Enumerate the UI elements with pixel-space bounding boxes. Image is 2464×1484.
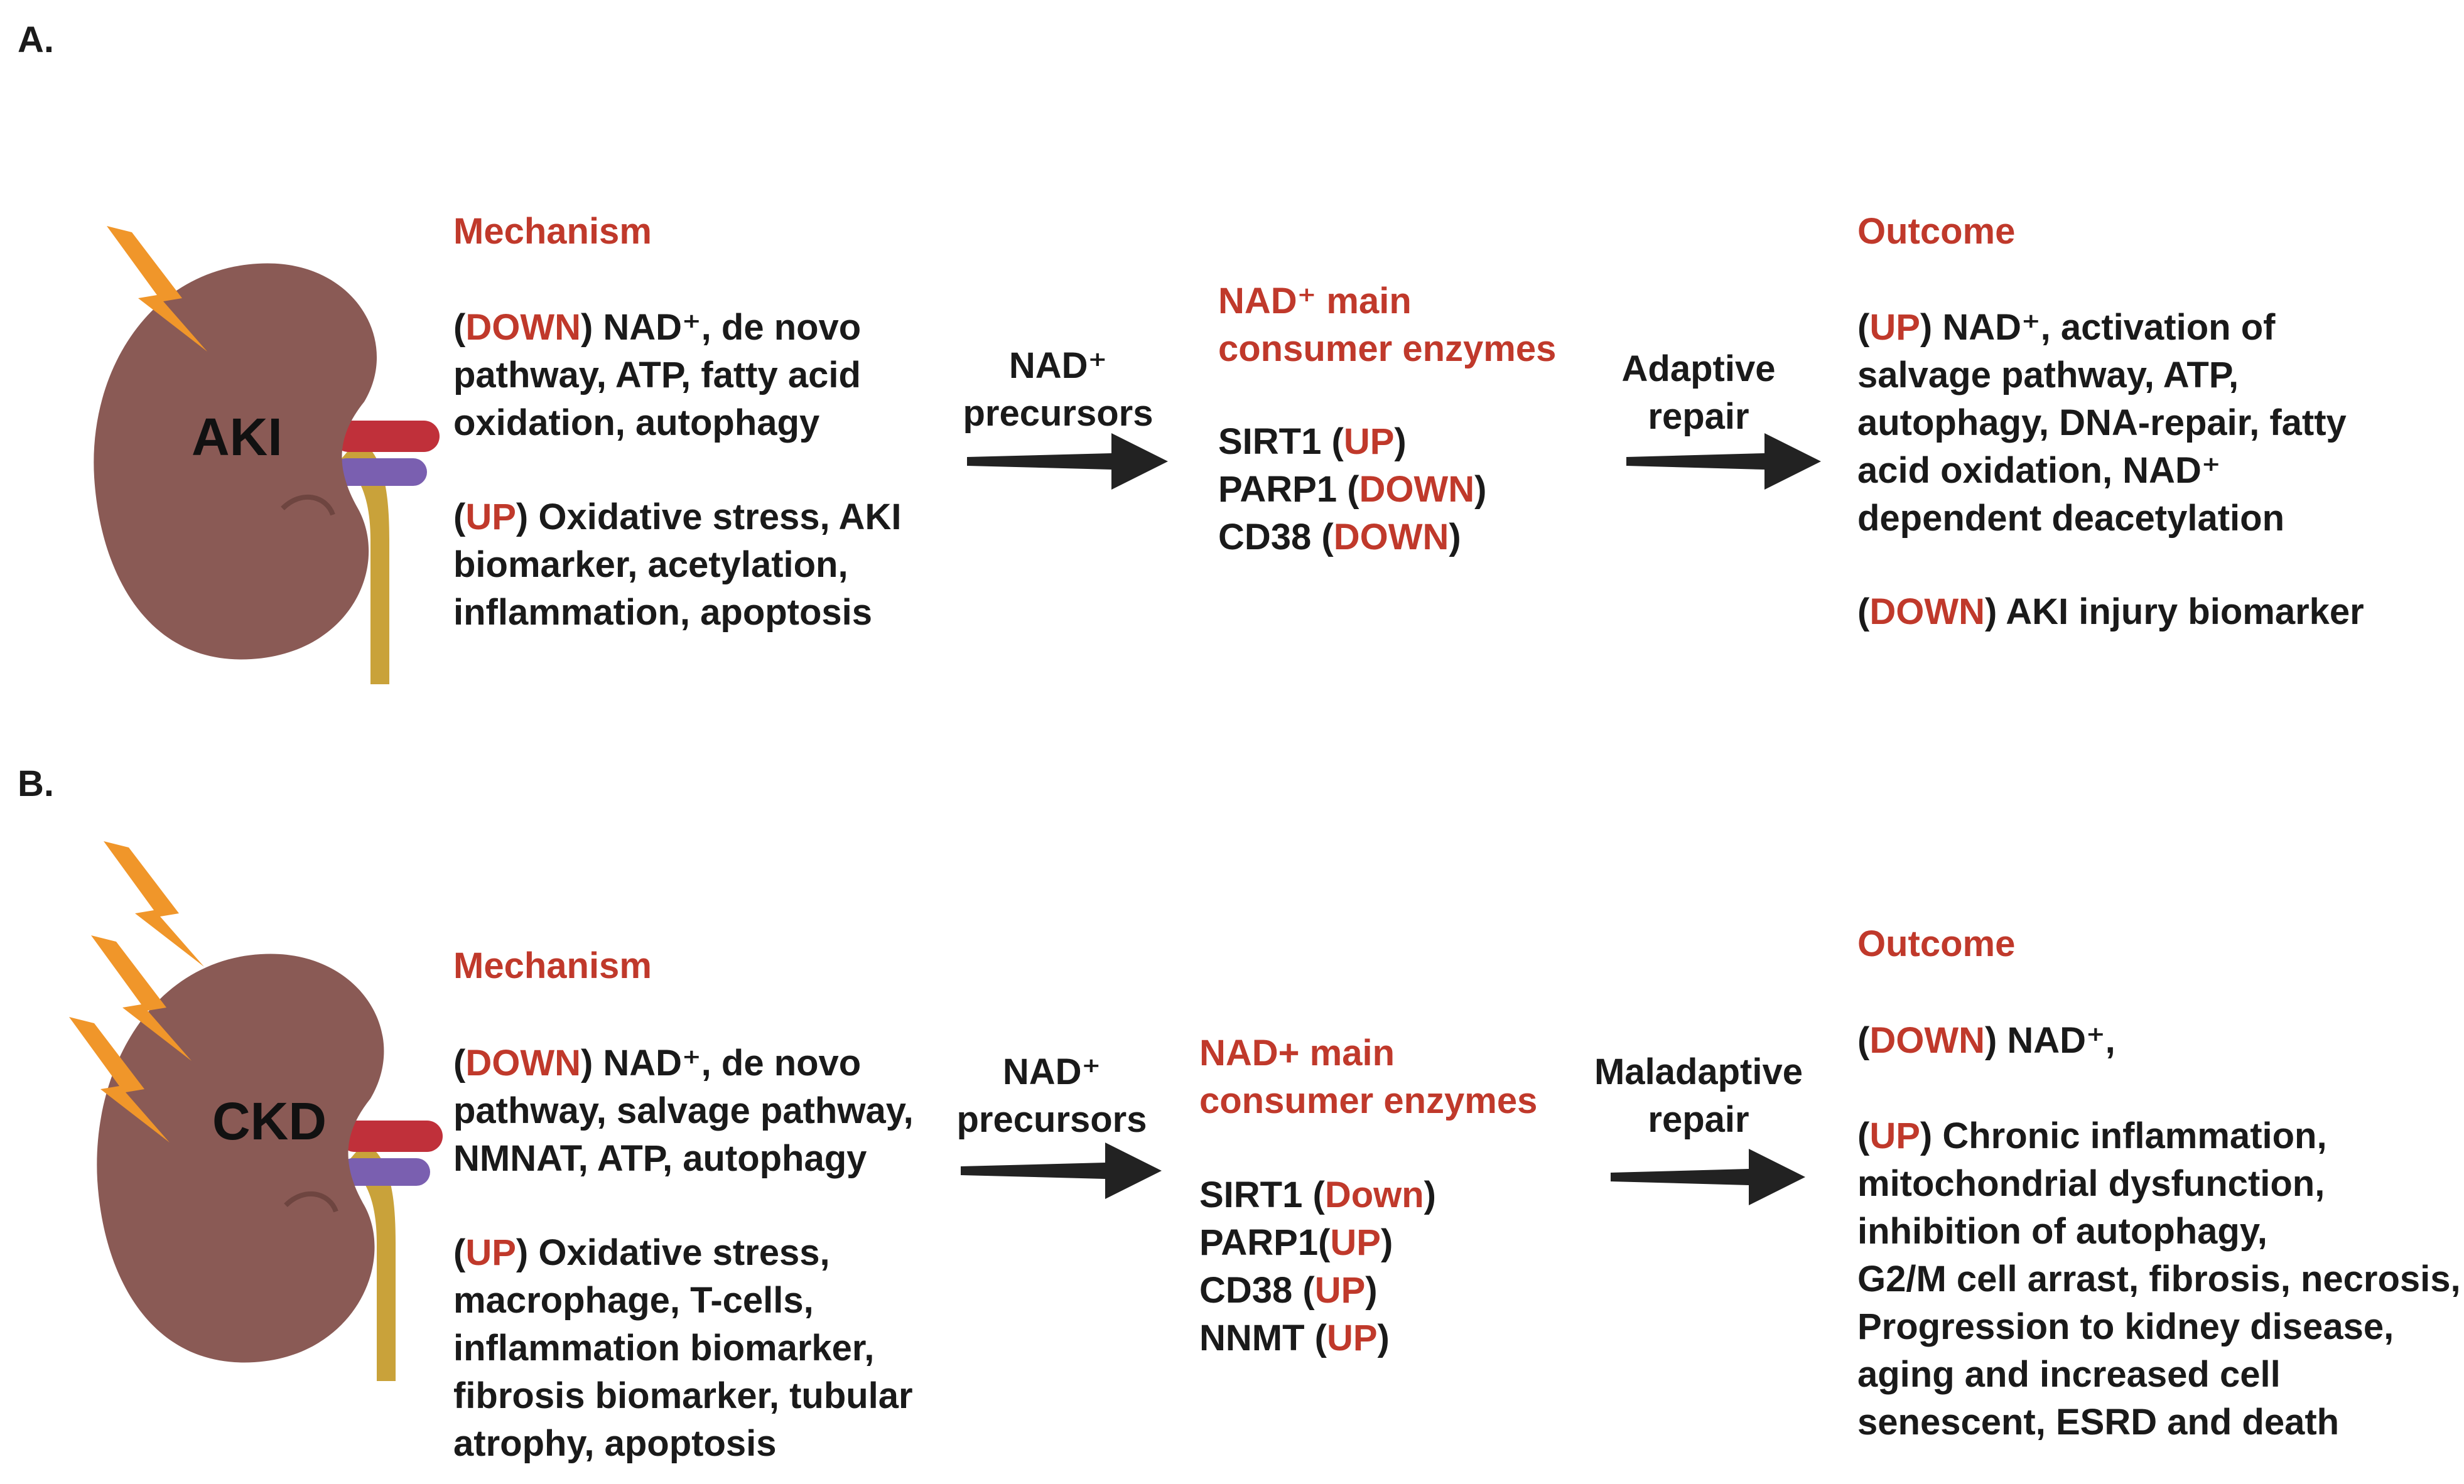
kidney-label-b: CKD	[212, 1092, 327, 1151]
precursor-label-a: NAD⁺ precursors	[963, 345, 1154, 434]
precursor-arrow-a	[967, 433, 1168, 490]
outcome-heading-b: Outcome	[1857, 923, 2016, 964]
kidney-label-a: AKI	[192, 407, 283, 466]
kidney-illustration-b	[69, 841, 443, 1381]
enzymes-heading-b: NAD+ main consumer enzymes	[1199, 1033, 1538, 1121]
mechanism-down-b: (DOWN) NAD⁺, de novo pathway, salvage pa…	[453, 1043, 914, 1179]
panel-a-label: A.	[18, 19, 54, 60]
kidney-shape	[97, 954, 384, 1363]
mechanism-down-a: (DOWN) NAD⁺, de novo pathway, ATP, fatty…	[453, 307, 862, 443]
outcome-heading-a: Outcome	[1857, 211, 2016, 252]
vein-shape	[333, 458, 427, 486]
ureter-shape	[339, 439, 389, 684]
repair-label-b: Maladaptive repair	[1594, 1051, 1803, 1140]
kidney-shape	[94, 263, 377, 660]
enzyme-item: SIRT1 (UP)	[1218, 421, 1407, 462]
mechanism-heading-a: Mechanism	[453, 211, 652, 252]
enzyme-item: PARP1 (DOWN)	[1218, 469, 1487, 510]
outcome-up-a: (UP) NAD⁺, activation of salvage pathway…	[1857, 307, 2347, 539]
repair-label-a: Adaptive repair	[1621, 348, 1776, 437]
lightning-icon	[107, 226, 207, 352]
outcome-down-b: (DOWN) NAD⁺,	[1857, 1020, 2115, 1061]
lightning-icon	[91, 935, 192, 1061]
repair-arrow-a	[1626, 433, 1821, 490]
enzyme-item: NNMT (UP)	[1199, 1318, 1390, 1358]
lightning-icon	[69, 1017, 170, 1143]
panel-b-label: B.	[18, 763, 54, 804]
lightning-icon	[104, 841, 204, 967]
precursor-label-b: NAD⁺ precursors	[956, 1051, 1147, 1140]
enzymes-list-a: SIRT1 (UP) PARP1 (DOWN) CD38 (DOWN)	[1218, 418, 1487, 561]
enzymes-list-b: SIRT1 (Down) PARP1(UP) CD38 (UP) NNMT (U…	[1199, 1171, 1436, 1362]
mechanism-heading-b: Mechanism	[453, 945, 652, 986]
outcome-up-b: (UP) Chronic inflammation, mitochondrial…	[1857, 1116, 2461, 1443]
enzymes-heading-a: NAD⁺ main consumer enzymes	[1218, 281, 1557, 369]
vein-shape	[339, 1158, 430, 1186]
repair-arrow-b	[1611, 1149, 1805, 1205]
ureter-shape	[345, 1143, 396, 1381]
mechanism-up-b: (UP) Oxidative stress, macrophage, T-cel…	[453, 1232, 913, 1464]
enzyme-item: SIRT1 (Down)	[1199, 1175, 1436, 1215]
artery-shape	[333, 421, 440, 452]
outcome-down-a: (DOWN) AKI injury biomarker	[1857, 591, 2364, 632]
artery-shape	[339, 1121, 443, 1152]
mechanism-up-a: (UP) Oxidative stress, AKI biomarker, ac…	[453, 497, 902, 633]
enzyme-item: CD38 (UP)	[1199, 1270, 1378, 1311]
enzyme-item: PARP1(UP)	[1199, 1222, 1393, 1263]
precursor-arrow-b	[961, 1143, 1162, 1199]
kidney-illustration-a	[94, 226, 440, 684]
enzyme-item: CD38 (DOWN)	[1218, 517, 1461, 557]
